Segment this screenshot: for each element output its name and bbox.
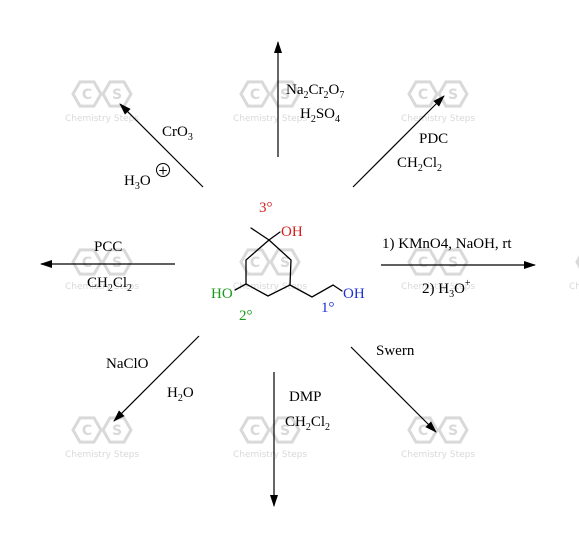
reagent-bottom-line2: CH2Cl2 [285, 414, 330, 433]
cyclohexane-ring [245, 239, 292, 297]
tertiary-degree-label: 3° [259, 200, 273, 216]
arrow-bottom-right [350, 346, 437, 433]
watermark-logo-letter: C [418, 255, 428, 271]
watermark-hexagon [437, 80, 469, 108]
reagent-top-line1: Na2Cr2O7 [286, 82, 344, 101]
watermark-logo: C S Chemistry Steps [65, 80, 139, 124]
watermark-hexagon [269, 80, 301, 108]
reagent-top-left-line2: H3O [124, 173, 151, 192]
watermark-logo-letter: C [250, 423, 260, 439]
watermark-brand-text: Chemistry Steps [401, 450, 475, 460]
secondary-oh-label: HO [211, 286, 233, 302]
watermark-logo-letter: C [418, 87, 428, 103]
molecule-labels: OH 3° HO 2° OH 1° [211, 200, 365, 324]
secondary-degree-label: 2° [239, 308, 253, 324]
watermark-hexagon [407, 80, 439, 108]
watermark-logo-letter: C [82, 87, 92, 103]
reagent-left-line1: PCC [94, 239, 122, 255]
watermark-logo-letter: S [448, 423, 458, 439]
watermark-logo-letter: C [82, 255, 92, 271]
watermark-hexagon [71, 416, 103, 444]
arrow-top-left [119, 103, 204, 188]
watermark-logo-letter: S [280, 87, 290, 103]
watermark-logo-letter: S [112, 423, 122, 439]
watermark-hexagon [71, 80, 103, 108]
watermark-logo: C S Chemistry Steps [233, 80, 307, 124]
reagent-bottom-left-line1: NaClO [106, 356, 149, 372]
watermark-hexagon [71, 248, 103, 276]
watermark-logo-letter: C [250, 255, 260, 271]
positive-charge-circle [156, 163, 170, 177]
methyl-bond [250, 227, 270, 241]
secondary-oh-bond [234, 283, 247, 291]
primary-oh-label: OH [343, 286, 365, 302]
watermark-logo: C S Chemistry Steps [65, 248, 139, 292]
watermark-hexagon [269, 248, 301, 276]
watermark-logo-letter: S [112, 255, 122, 271]
watermark-logo: C S Chemistry Steps [233, 248, 307, 292]
watermark-logo-letter: C [250, 87, 260, 103]
watermark-hexagon [101, 248, 133, 276]
molecule-skeleton [234, 227, 343, 298]
watermark-brand-text: Chemistry Steps [233, 282, 307, 292]
reagent-right-line1: 1) KMnO4, NaOH, rt [382, 236, 512, 252]
watermark-hexagon [437, 248, 469, 276]
watermark-hexagon [239, 416, 271, 444]
primary-degree-label: 1° [321, 300, 335, 316]
reagent-labels: Na2Cr2O7 H2SO4 CrO3 H3O + PDC CH2Cl2 1) … [87, 82, 512, 433]
reagent-top-left-line1: CrO3 [162, 124, 193, 143]
watermark-hexagon [407, 248, 439, 276]
reagent-top-right-line1: PDC [419, 131, 448, 147]
watermark-brand-text: Chemistry Steps [569, 282, 579, 292]
tertiary-oh-bond [268, 231, 281, 241]
ethyl-chain [289, 284, 343, 298]
watermark-brand-text: Chemistry Steps [65, 282, 139, 292]
tertiary-oh-label: OH [281, 224, 303, 240]
watermark-hexagon [575, 255, 579, 269]
watermark-logo-letter: C [418, 423, 428, 439]
watermark-hexagon [269, 416, 301, 444]
watermark-logo-letter: S [280, 255, 290, 271]
watermark-logo: C S Chemistry Steps [401, 80, 475, 124]
reagent-left-line2: CH2Cl2 [87, 275, 132, 294]
arrow-top-right [352, 95, 445, 188]
reagent-right-line2: 2) H3O+ [422, 278, 471, 300]
positive-charge-sign: + [158, 164, 168, 178]
watermark-brand-text: Chemistry Steps [233, 450, 307, 460]
watermark-hexagon [239, 248, 271, 276]
watermark-brand-text: Chemistry Steps [65, 114, 139, 124]
watermark-brand-text: Chemistry Steps [233, 114, 307, 124]
watermark-logo-letter: S [448, 255, 458, 271]
watermark-hexagon [437, 416, 469, 444]
watermark-hexagon [239, 80, 271, 108]
watermark-logo: C S Chemistry Steps [233, 416, 307, 460]
reagent-bottom-line1: DMP [289, 389, 322, 405]
watermark-brand-text: Chemistry Steps [401, 282, 475, 292]
watermark-logo: C S Chemistry Steps [401, 248, 475, 292]
watermark-logo-letter: S [448, 87, 458, 103]
watermark-brand-text: Chemistry Steps [401, 114, 475, 124]
watermark-logo: C S Chemistry Steps [401, 416, 475, 460]
watermark-logo: C S Chemistry Steps [65, 416, 139, 460]
watermark-hexagon [407, 416, 439, 444]
reagent-bottom-left-line2: H2O [167, 385, 194, 404]
reagent-bottom-right-line1: Swern [376, 343, 415, 359]
reaction-arrows [40, 41, 536, 507]
reagent-top-right-line2: CH2Cl2 [397, 155, 442, 174]
arrow-bottom-left [113, 335, 200, 422]
watermark-logo-letter: S [280, 423, 290, 439]
watermark-logo-letter: S [112, 87, 122, 103]
watermark-brand-text: Chemistry Steps [65, 450, 139, 460]
reagent-top-line2: H2SO4 [300, 106, 340, 125]
watermark-logo-letter: C [82, 423, 92, 439]
